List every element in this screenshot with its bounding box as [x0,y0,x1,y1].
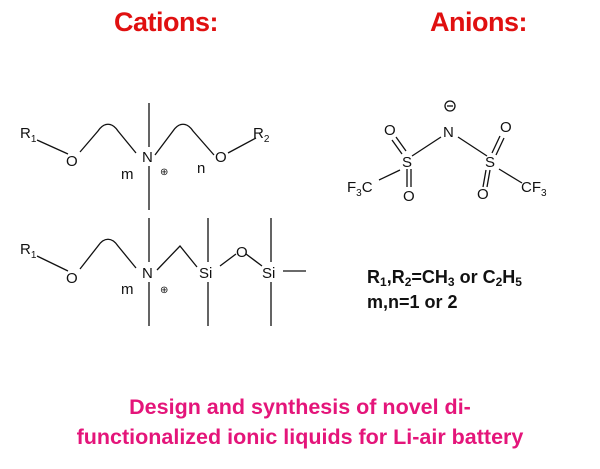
anion-s-right: S [485,154,495,171]
anion-s-left: S [402,154,412,171]
bond-n-s-right [457,136,488,157]
double-bond-s-o-right-top [491,135,505,156]
anion-o-left-bottom: O [403,188,415,205]
double-bond-s-o-right-bottom [482,169,491,188]
anion-charge-label: ⊖ [444,102,452,113]
double-bond-s-o-left-bottom [406,169,412,187]
double-bond-s-o-left-top [391,136,407,155]
bond-r1-o [36,255,69,272]
bond-n-ch2-si [156,245,198,271]
cation2-si1: Si [199,265,212,282]
bonds-si-o-si [219,253,263,267]
cation2-positive-charge: ⊕ [160,285,168,296]
cation2-n-atom: N [142,265,153,282]
bond-s-cf3-left [378,169,401,181]
cation2-o-left: O [66,270,78,287]
anion-o-left-top: O [384,122,396,139]
cation2-r1: R1 [20,241,37,261]
anion-n-atom: N [443,124,454,141]
substituent-definition: R1,R2=CH3 or C2H5 [367,267,522,289]
cation2-m-label: m [121,281,134,298]
cation1-o-left: O [66,153,78,170]
cation1-m-label: m [121,166,134,183]
caption-line-2: functionalized ionic liquids for Li-air … [76,425,524,449]
chain-m [79,238,137,270]
anion-o-right-top: O [500,119,512,136]
bonds-si2-methyl [270,218,306,326]
caption-line-1: Design and synthesis of novel di- [129,395,471,419]
cation1-r2: R2 [253,125,270,145]
cation-2-structure: R1 O m N ⊕ Si O Si [20,218,306,326]
cation-1-structure: R1 O m N ⊕ n O R2 [20,103,270,210]
anion-structure: ⊖ N S O O F3C S O O CF3 [347,100,547,205]
cation1-positive-charge: ⊕ [160,167,168,178]
cation1-r1: R1 [20,125,37,145]
anion-cf3-left: F3C [347,179,373,199]
cation2-o-bridge: O [236,244,248,261]
cations-heading: Cations: [114,7,219,37]
bond-o-r2 [227,137,257,154]
anions-heading: Anions: [430,7,528,37]
negative-charge-circle [444,100,456,112]
cation2-si2: Si [262,265,275,282]
cation1-o-right: O [215,149,227,166]
cation1-n-atom: N [142,149,153,166]
cation1-n-label: n [197,160,205,177]
chain-length-definition: m,n=1 or 2 [367,292,458,312]
anion-o-right-bottom: O [477,186,489,203]
bond-n-s-left [411,136,442,157]
chain-m [79,123,137,154]
bond-r1-o [36,139,69,155]
bond-s-cf3-right [498,168,523,184]
anion-cf3-right: CF3 [521,179,547,199]
chain-n [154,123,215,156]
